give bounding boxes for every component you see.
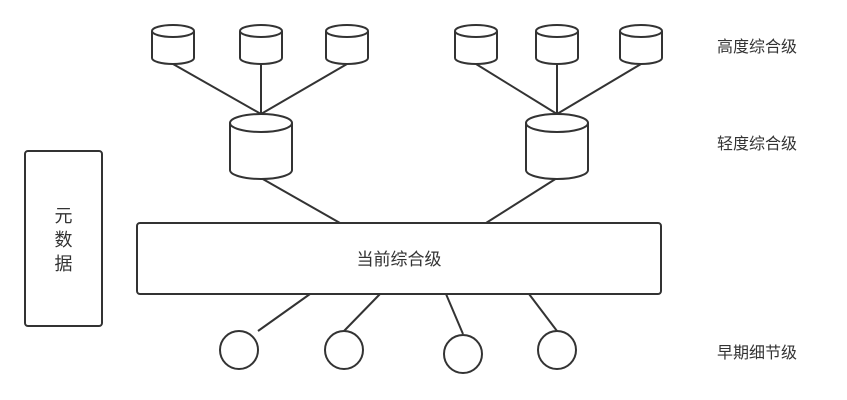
- connector: [528, 293, 558, 332]
- level-label-high: 高度综合级: [717, 37, 797, 56]
- database-icon: [619, 24, 663, 65]
- level-label-light: 轻度综合级: [717, 134, 797, 153]
- connector: [172, 63, 262, 115]
- connector: [343, 293, 381, 332]
- database-icon: [525, 113, 589, 180]
- database-icon: [325, 24, 369, 65]
- connectors-light-to-current: [260, 177, 558, 224]
- detail-node: [324, 330, 364, 370]
- metadata-char-3: 据: [55, 254, 73, 275]
- connectors-high-to-light: [172, 63, 642, 115]
- connector: [257, 293, 311, 332]
- light-level-databases: [229, 113, 589, 180]
- connector: [485, 177, 558, 224]
- early-detail-nodes: [219, 330, 577, 374]
- metadata-char-2: 数: [55, 230, 73, 251]
- metadata-char-1: 元: [55, 206, 73, 227]
- database-icon: [151, 24, 195, 65]
- database-icon: [239, 24, 283, 65]
- detail-node: [219, 330, 259, 370]
- connector: [445, 293, 464, 335]
- connector: [260, 63, 348, 115]
- level-label-early: 早期细节级: [717, 343, 797, 362]
- database-icon: [229, 113, 293, 180]
- detail-node: [443, 334, 483, 374]
- connector: [556, 63, 642, 115]
- high-level-databases: [151, 24, 663, 65]
- database-icon: [535, 24, 579, 65]
- database-icon: [454, 24, 498, 65]
- current-level-box: 当前综合级: [136, 222, 662, 295]
- current-level-label: 当前综合级: [357, 250, 442, 270]
- connector: [260, 177, 341, 224]
- connectors-current-to-early: [257, 293, 558, 335]
- current-level-frame: [136, 222, 662, 295]
- connector: [475, 63, 558, 115]
- detail-node: [537, 330, 577, 370]
- metadata-box: 元 数 据: [24, 150, 103, 327]
- metadata-box-frame: [24, 150, 103, 327]
